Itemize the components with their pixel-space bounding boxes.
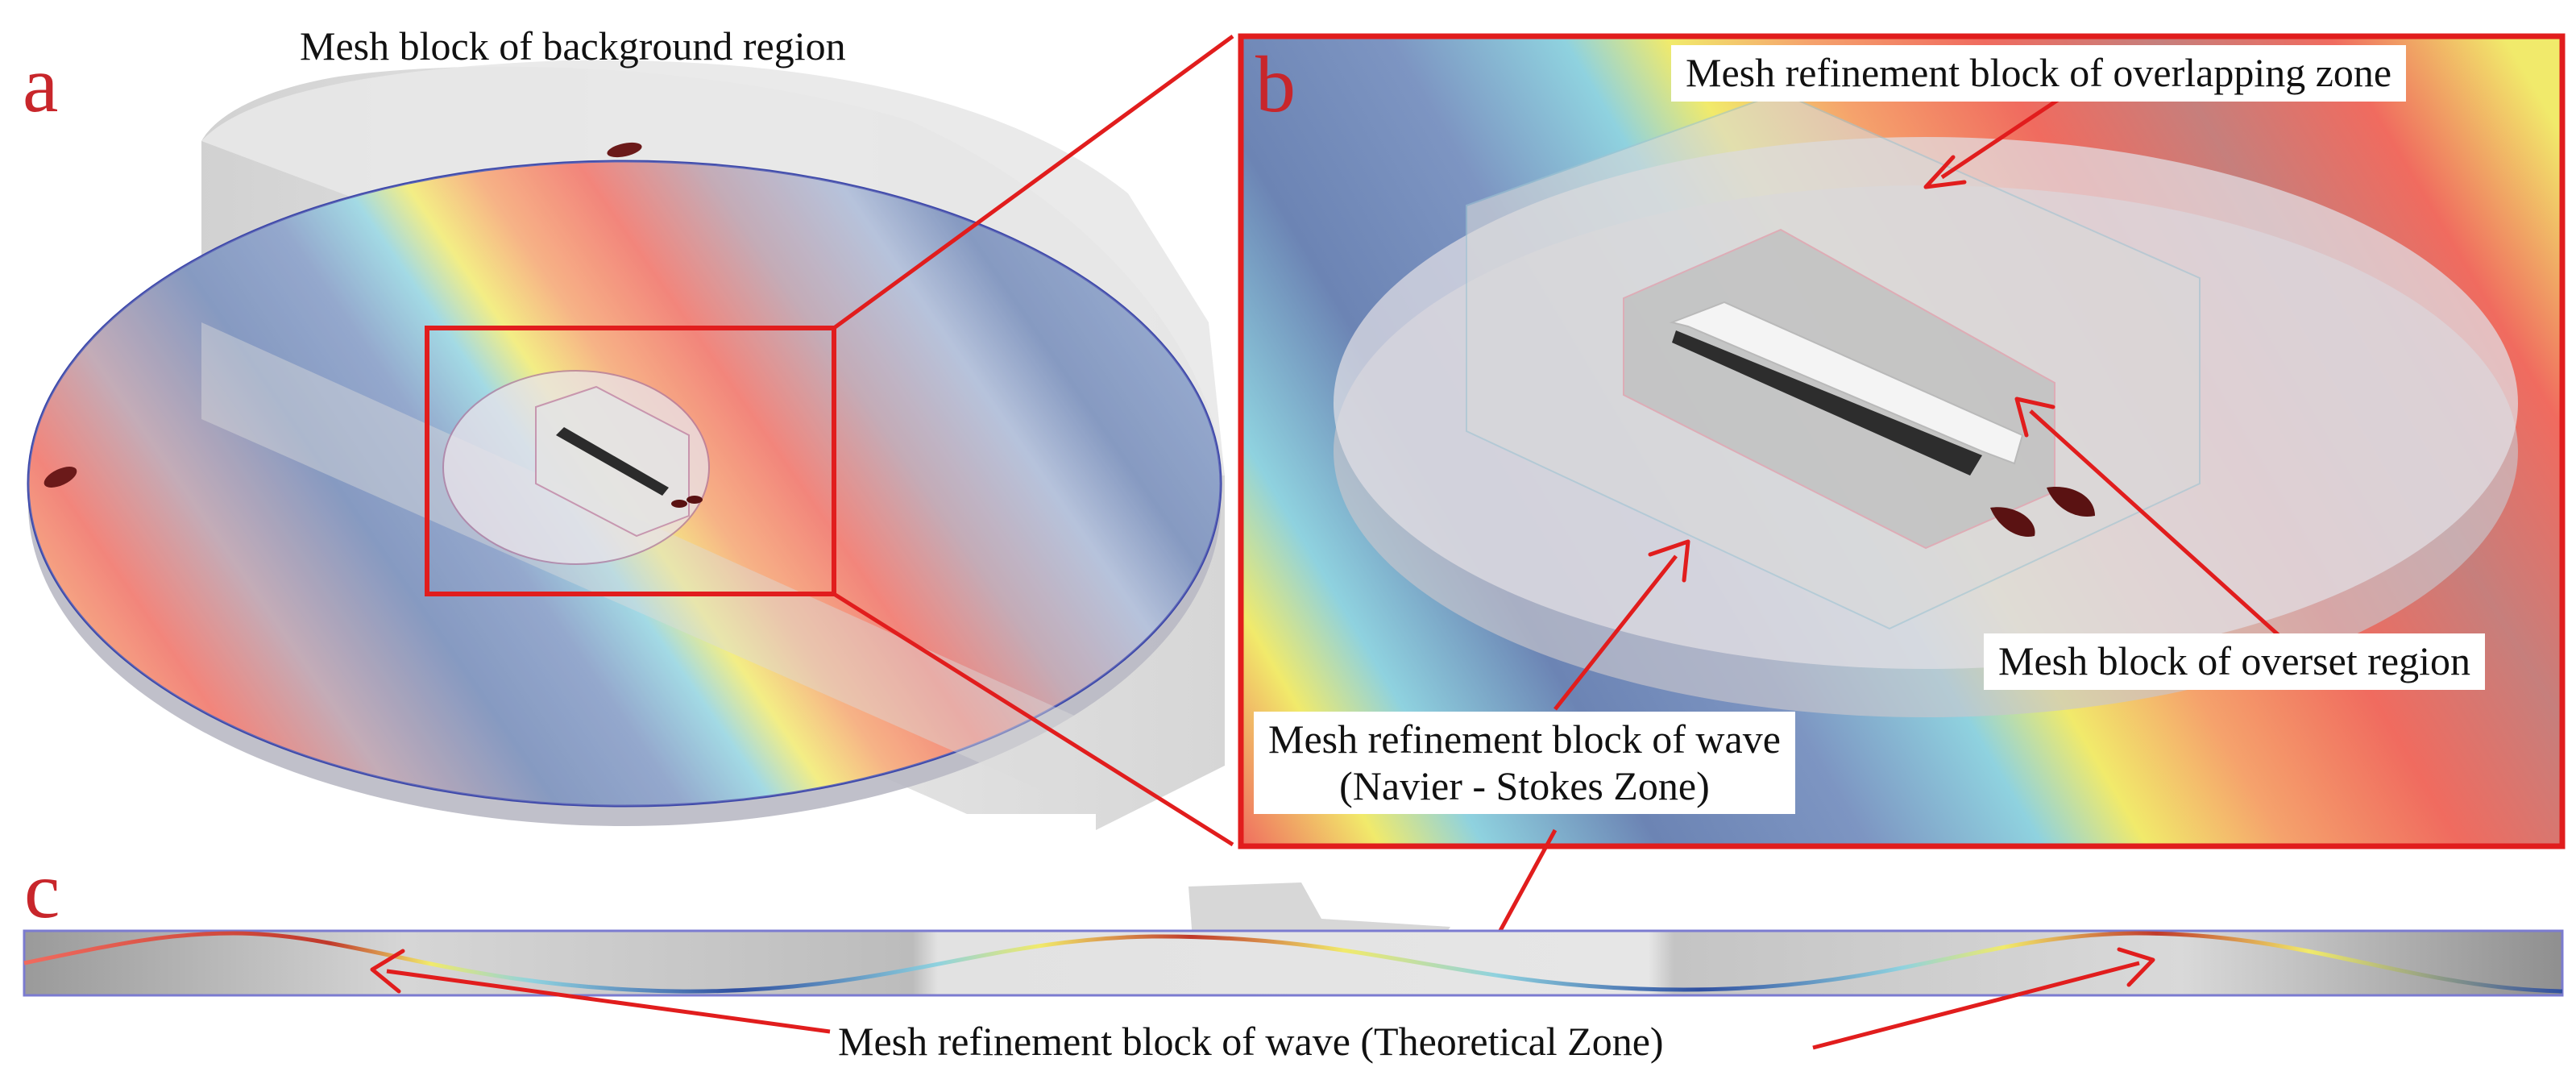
ship-wake-b1 [1990,507,2035,537]
disk-mark-top [607,142,642,158]
label-wave-ns-line1: Mesh refinement block of wave [1268,716,1781,762]
zoom-line-top [832,34,1234,330]
arrow-theoretical-left [386,969,831,1034]
arrow-overset-head [2014,397,2055,438]
ship-hull-b [1669,301,2024,465]
arrow-theoretical-left-head [370,949,405,994]
ship-hull-a [556,427,669,496]
label-overset-region: Mesh block of overset region [1984,633,2485,690]
ship-wake-a2 [687,496,703,504]
arrow-theoretical-right [1812,961,2140,1050]
arrow-theoretical-right-head [2117,947,2155,987]
label-wave-navier-stokes: Mesh refinement block of wave (Navier - … [1254,712,1795,814]
panel-c-arrows [370,947,2155,1050]
zoom-rect [425,326,836,596]
wave-profile [23,931,2563,994]
arrow-ns-up [1553,554,1678,711]
zoom-line-bottom [832,592,1234,847]
disk-mark-left [44,467,77,488]
ship-hull-b-side [1672,330,1982,475]
arrow-ns-up-head [1648,539,1690,583]
label-background-region: Mesh block of background region [300,23,846,69]
panel-b-arrows [1471,94,2282,978]
panel-a-scene [27,60,1225,831]
label-wave-ns-line2: (Navier - Stokes Zone) [1339,762,1710,808]
panel-label-c: c [24,845,60,935]
arrow-overlapping-head [1923,155,1967,189]
panel-b-frame [1238,33,2566,849]
panel-label-a: a [23,39,59,129]
panel-c-scene [23,882,2564,1050]
ship-silhouette-c [1188,882,1450,939]
ship-wake-b2 [2047,487,2095,517]
ship-wake-a1 [671,500,687,508]
arrow-overlapping [1940,94,2064,180]
arrow-overset [2029,409,2282,638]
label-wave-theoretical: Mesh refinement block of wave (Theoretic… [838,1019,1664,1064]
wave-strip [23,929,2564,997]
label-overlapping-zone: Mesh refinement block of overlapping zon… [1671,45,2407,102]
panel-label-b: b [1255,39,1296,129]
